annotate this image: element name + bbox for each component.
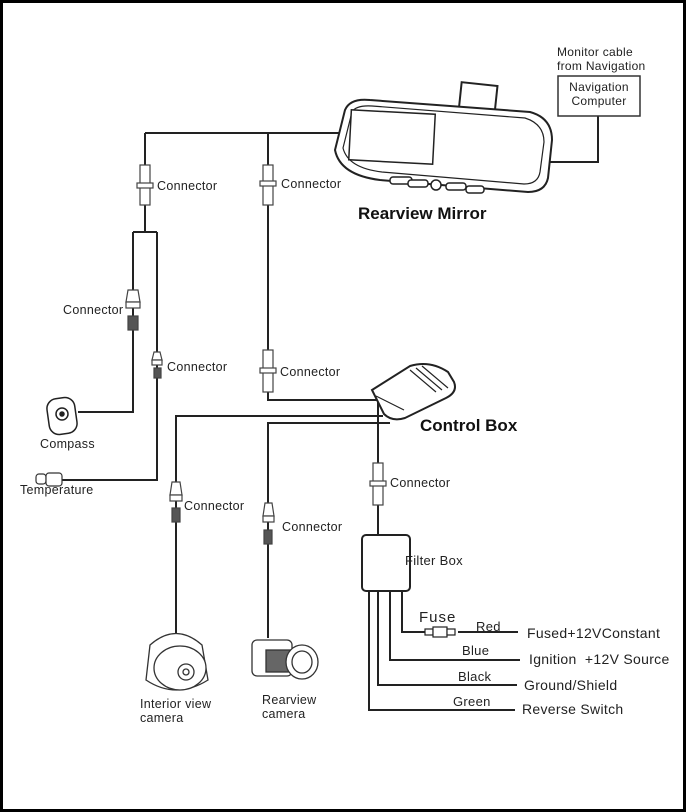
interior-camera-line2: camera [140, 711, 184, 725]
connector-8 [262, 502, 275, 545]
connector-2 [259, 164, 277, 206]
rearview-mirror-label: Rearview Mirror [358, 204, 487, 223]
rear-camera [251, 639, 319, 680]
fuse [424, 626, 456, 638]
wire-nav-cable [548, 115, 599, 163]
connector-label-6: Connector [184, 499, 245, 513]
rear-camera-line2: camera [262, 707, 306, 721]
interior-camera-line1: Interior view [140, 697, 212, 711]
nav-computer-line2: Computer [571, 94, 627, 108]
wire-color-blue: Blue [462, 643, 490, 658]
monitor-cable-label: Monitor cable from Navigation [557, 45, 646, 73]
interior-camera-label: Interior view camera [140, 697, 211, 725]
temperature-sensor [35, 472, 63, 487]
connector-label-5: Connector [167, 360, 228, 374]
connector-7 [369, 462, 387, 506]
wire-rear-camera [267, 422, 390, 638]
wire-mirror-to-control [267, 133, 378, 401]
wire-red [401, 590, 425, 633]
connector-label-7: Connector [390, 476, 451, 490]
control-box [370, 363, 456, 421]
connector-1 [136, 164, 154, 206]
temperature-label: Temperature [20, 483, 94, 497]
monitor-cable-line2: from Navigation [557, 59, 646, 73]
wire-dest-ground: Ground/Shield [524, 677, 618, 693]
connector-3 [125, 289, 141, 331]
compass-label: Compass [40, 437, 95, 451]
wire-color-black: Black [458, 669, 492, 684]
wire-color-green: Green [453, 694, 491, 709]
connector-label-8: Connector [282, 520, 343, 534]
rear-camera-line1: Rearview [262, 693, 317, 707]
nav-computer-line1: Navigation [569, 80, 629, 94]
connector-5 [151, 351, 163, 379]
rear-camera-label: Rearview camera [262, 693, 317, 721]
filter-box-label: Filter Box [405, 553, 463, 568]
connector-label-1: Connector [157, 179, 218, 193]
monitor-cable-line1: Monitor cable [557, 45, 633, 59]
wire-color-red: Red [476, 619, 501, 634]
wire-green [368, 590, 515, 711]
connector-label-3: Connector [63, 303, 124, 317]
connector-4 [259, 349, 277, 393]
connector-label-4: Connector [280, 365, 341, 379]
wire-temperature [62, 232, 158, 481]
connector-6 [169, 481, 183, 523]
fuse-label: Fuse [419, 609, 457, 626]
nav-computer-box [557, 75, 641, 117]
rearview-mirror [333, 81, 554, 194]
nav-computer-label: Navigation Computer [562, 80, 636, 108]
wire-blue [389, 590, 520, 661]
compass-device [46, 396, 78, 436]
wire-dest-ignition: Ignition +12V Source [529, 651, 670, 667]
wire-dest-reverse: Reverse Switch [522, 701, 624, 717]
filter-box [361, 534, 411, 592]
wire-compass [78, 232, 134, 413]
connector-label-2: Connector [281, 177, 342, 191]
wire-black [377, 590, 517, 686]
wire-interior-camera [175, 415, 383, 640]
wire-dest-fused-12v: Fused+12VConstant [527, 625, 661, 641]
control-box-label: Control Box [420, 416, 518, 435]
interior-camera [145, 632, 209, 691]
